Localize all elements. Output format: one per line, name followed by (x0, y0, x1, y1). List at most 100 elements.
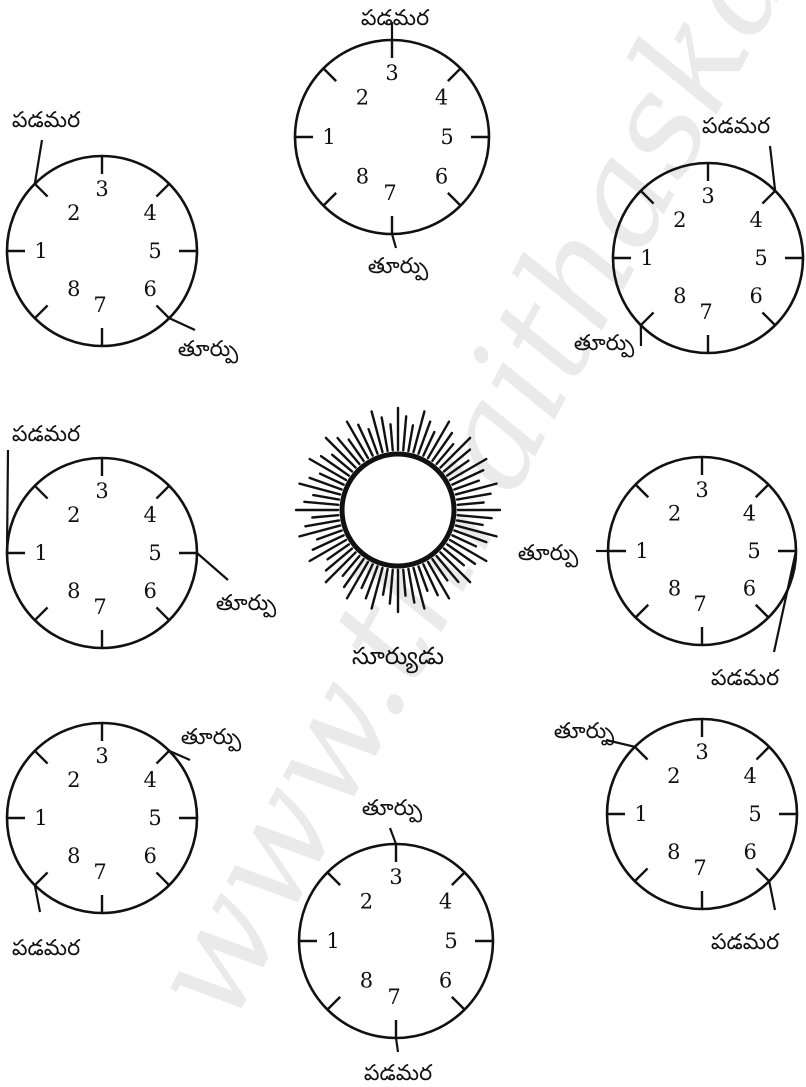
sector-number-5: 5 (440, 125, 453, 149)
sector-number-2: 2 (668, 502, 681, 526)
sector-number-3: 3 (95, 744, 108, 768)
sun-ray (452, 470, 483, 484)
sun-ray (447, 461, 468, 476)
sun-ray (382, 417, 388, 450)
sector-number-6: 6 (143, 277, 156, 301)
east-label: తూర్పు (181, 725, 242, 752)
dial-tick (35, 184, 48, 197)
sun-ray (372, 568, 383, 609)
sector-number-7: 7 (93, 860, 106, 884)
sun-ray (349, 440, 364, 461)
sun-ray (304, 502, 338, 505)
dial-tick (156, 305, 169, 318)
sector-number-2: 2 (360, 889, 373, 913)
sun-ray (458, 515, 492, 518)
sector-number-3: 3 (95, 479, 108, 503)
sector-number-4: 4 (743, 502, 756, 526)
east-label: తూర్పు (368, 254, 429, 281)
east-label-pointer (390, 828, 396, 844)
dial-tick (636, 605, 649, 618)
west-label-pointer (396, 1038, 398, 1052)
sector-number-3: 3 (701, 184, 714, 208)
sun-ray (457, 520, 483, 525)
dial-tick (756, 868, 769, 881)
dial-tick (327, 872, 340, 885)
sector-number-5: 5 (148, 806, 161, 830)
sun-ray (343, 556, 360, 576)
sector-number-5: 5 (148, 541, 161, 565)
dial-tick (756, 485, 769, 498)
sector-number-3: 3 (95, 177, 108, 201)
dial-bottom-right: 12345678పడమరతూర్పు (554, 719, 797, 955)
sector-number-6: 6 (143, 579, 156, 603)
dial-tick (156, 184, 169, 197)
west-label: పడమర (702, 114, 771, 139)
east-label-pointer (392, 234, 396, 248)
sector-number-5: 5 (444, 929, 457, 953)
dial-tick (448, 193, 461, 206)
sector-number-5: 5 (148, 239, 161, 263)
dial-tick (452, 997, 465, 1010)
sun-ray (299, 484, 340, 495)
sector-number-2: 2 (67, 503, 80, 527)
sector-number-7: 7 (93, 293, 106, 317)
dial-tick (35, 305, 48, 318)
sun-label: సూర్యుడు (352, 642, 444, 674)
sun-ray (414, 411, 425, 452)
sector-number-1: 1 (34, 541, 47, 565)
sun-ray (332, 455, 352, 472)
sector-number-1: 1 (322, 125, 335, 149)
dial-tick (448, 68, 461, 81)
sun-ray (305, 520, 338, 526)
sector-number-6: 6 (743, 840, 756, 864)
sector-number-8: 8 (668, 576, 681, 600)
east-label: తూర్పు (574, 331, 635, 358)
sun-ray (390, 570, 393, 604)
sun-ray (432, 559, 447, 580)
dial-tick (35, 751, 48, 764)
sector-number-2: 2 (667, 764, 680, 788)
dial-tick (762, 191, 775, 204)
sector-number-2: 2 (356, 85, 369, 109)
east-label: తూర్పు (216, 591, 277, 618)
west-label-pointer (7, 450, 8, 553)
sun-ray (437, 444, 454, 464)
west-label-pointer (770, 146, 775, 191)
sun-ray (403, 416, 406, 450)
sector-number-1: 1 (640, 246, 653, 270)
dial-tick (156, 486, 169, 499)
sector-number-4: 4 (743, 764, 756, 788)
west-label: పడమర (12, 422, 81, 447)
west-label: పడమర (12, 936, 81, 961)
sector-number-4: 4 (749, 208, 762, 232)
sector-number-7: 7 (693, 592, 706, 616)
sector-number-2: 2 (67, 768, 80, 792)
east-label: తూర్పు (178, 337, 239, 364)
sector-number-5: 5 (748, 802, 761, 826)
sector-number-6: 6 (143, 844, 156, 868)
sector-number-5: 5 (754, 246, 767, 270)
sector-number-7: 7 (383, 181, 396, 205)
sector-number-7: 7 (93, 595, 106, 619)
dial-tick (641, 312, 654, 325)
sun-ray (423, 564, 437, 595)
sun-ray (408, 425, 413, 451)
sector-number-8: 8 (67, 579, 80, 603)
sector-number-3: 3 (385, 61, 398, 85)
dial-tick (323, 68, 336, 81)
sun-icon (296, 408, 500, 612)
sun-ray (328, 544, 349, 559)
sector-number-1: 1 (635, 539, 648, 563)
sector-number-7: 7 (693, 856, 706, 880)
sun-ray (383, 569, 388, 595)
sector-number-8: 8 (673, 284, 686, 308)
west-label: పడమర (12, 108, 81, 133)
dial-tick (452, 872, 465, 885)
east-label: తూర్పు (554, 719, 615, 746)
